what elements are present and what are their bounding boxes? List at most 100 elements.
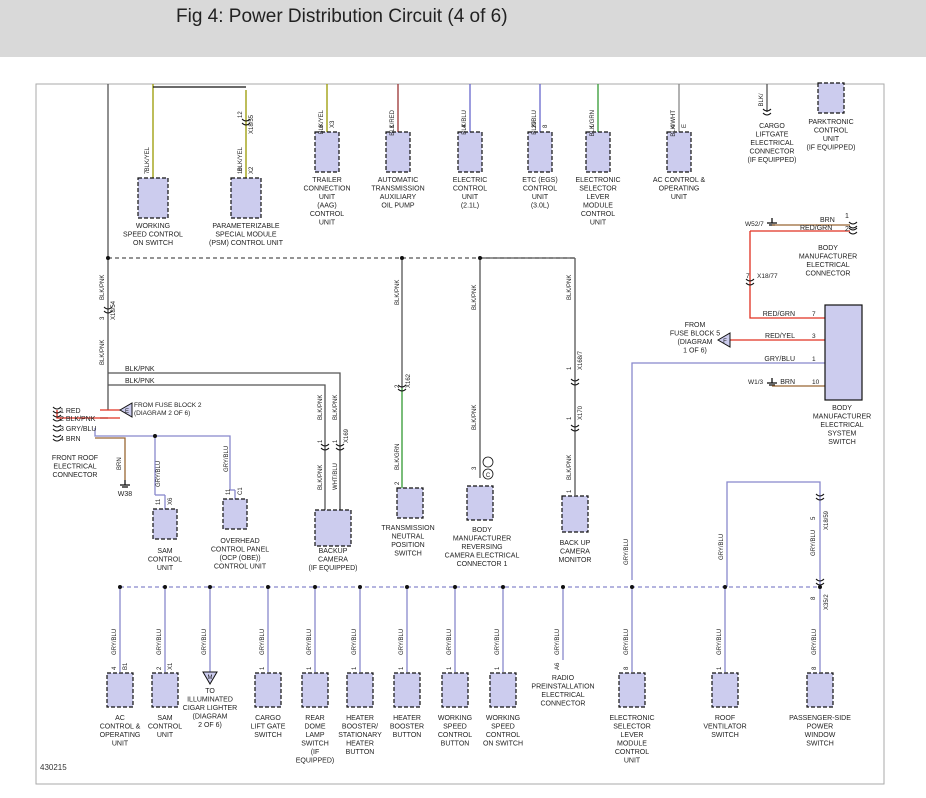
- ac_top-box: [666, 131, 692, 173]
- ocp-label: OVERHEAD: [220, 538, 259, 545]
- trailer-label: UNIT: [319, 220, 336, 227]
- ac_top-label: UNIT: [671, 194, 688, 201]
- heater_stat-label: BOOSTER/: [342, 724, 378, 731]
- etc-label: CONTROL: [523, 186, 557, 193]
- sam_bottom-box: [151, 672, 179, 708]
- bm-pin-1-wire: BRN: [820, 217, 835, 224]
- front-roof-label: FRONT ROOF: [52, 455, 98, 462]
- ocp-pin: 11: [226, 488, 232, 495]
- bm-switch-pin-7-wire: RED/GRN: [763, 311, 795, 318]
- bmcam-conn-label: C: [486, 473, 491, 479]
- sam_bottom-conn: X1: [168, 662, 174, 670]
- trailer-wire-label: BLK/YEL: [319, 109, 325, 134]
- auto_trans-label: OIL PUMP: [381, 203, 415, 210]
- cargo_lift-wire-label: GRY/BLU: [260, 629, 266, 655]
- front-roof-pin-2-break: [52, 414, 62, 422]
- fuse-block-2-marker: [119, 402, 133, 418]
- parktronic-label: UNIT: [823, 136, 840, 143]
- esl_bottom-label: SELECTOR: [613, 724, 651, 731]
- wsc_btn-box: [441, 672, 469, 708]
- rear_dome-box: [301, 672, 329, 708]
- esl-box: [585, 131, 611, 173]
- wsc_btn-wire-label: GRY/BLU: [447, 629, 453, 655]
- bc-pin: 1: [318, 439, 324, 443]
- psm-conn-break: [241, 118, 251, 126]
- bm-switch-pin-10-wire: BRN: [780, 379, 795, 386]
- bm-pin-1: 1: [845, 213, 849, 220]
- rear_dome-label: SWITCH: [301, 741, 329, 748]
- wsc_on-label: ON SWITCH: [483, 741, 523, 748]
- etc-pin: 29: [532, 121, 538, 128]
- backup-camera-box: [314, 509, 352, 547]
- esl_bottom-label: CONTROL: [615, 749, 649, 756]
- left-trunk-wire-label: BLK/PNK: [100, 275, 106, 300]
- junction-dot: [163, 585, 167, 589]
- ac_bottom-conn: B1: [123, 662, 129, 670]
- parktronic-label: PARKTRONIC: [808, 119, 853, 126]
- bm-pin-2: 2: [845, 226, 849, 233]
- cigar-label: TO: [205, 688, 215, 695]
- ac_bottom-label: CONTROL &: [100, 724, 141, 731]
- sam_bottom-label: UNIT: [157, 732, 174, 739]
- bm-cam-label: CONNECTOR 1: [457, 561, 508, 568]
- left-trunk-pin: 3: [100, 316, 106, 320]
- bmcam-wire-label: BLK/PNK: [472, 285, 478, 310]
- bm-cam-label: MANUFACTURER: [453, 536, 511, 543]
- bc-wire-label-2: WHT/BLU: [333, 463, 339, 490]
- esl-label: ELECTRONIC: [575, 177, 620, 184]
- bm-cam-label: CAMERA ELECTRICAL: [445, 553, 520, 560]
- bm-connector-label: ELECTRICAL: [806, 262, 849, 269]
- psm-label: (PSM) CONTROL UNIT: [209, 240, 284, 247]
- sam-mid-pin: 11: [156, 498, 162, 505]
- roof_vent-pin: 1: [717, 666, 723, 670]
- pass-window-riser: [726, 481, 821, 587]
- tnps-conn-2: X162: [406, 373, 412, 388]
- ocp-label: (OCP (OBE)): [219, 555, 260, 562]
- esl_bottom-label: MODULE: [617, 741, 647, 748]
- psm-label: SPECIAL MODULE: [215, 232, 277, 239]
- ground-w38-label: W38: [118, 491, 133, 498]
- etc-conn: 8: [543, 124, 549, 128]
- sam-mid-box: [152, 508, 178, 540]
- bm-cam-label: REVERSING: [461, 544, 502, 551]
- monitor-break-2: [570, 424, 580, 432]
- backup-monitor-label: CAMERA: [560, 549, 590, 556]
- esl-label: SELECTOR: [579, 186, 617, 193]
- bm-system-box: [824, 304, 863, 401]
- bm-switch-pin-1-wire: GRY/BLU: [764, 356, 795, 363]
- cigar-label: CIGAR LIGHTER: [183, 705, 237, 712]
- rear_dome-label: (IF: [311, 749, 320, 756]
- diagram-frame: [35, 83, 885, 785]
- wsc_on-label: SPEED: [491, 724, 515, 731]
- esl_bottom-label: LEVER: [621, 732, 644, 739]
- figure-number: 430215: [40, 763, 67, 772]
- esl_bottom-box: [618, 672, 646, 708]
- left-trunk-conn: X18/54: [111, 300, 117, 320]
- cargo_lift-label: SWITCH: [254, 732, 282, 739]
- monitor-wire-label: BLK/PNK: [567, 275, 573, 300]
- backup-camera-label: CAMERA: [318, 557, 348, 564]
- bm-feed-break: [745, 278, 755, 286]
- junction-dot: [818, 585, 822, 589]
- monitor-pin: 1: [567, 489, 573, 493]
- ac_top-wire-label: BLK/WHT: [671, 110, 677, 137]
- auto_trans-label: AUXILIARY: [380, 194, 417, 201]
- ac_bottom-label: UNIT: [112, 741, 129, 748]
- sam-mid-conn: X6: [168, 497, 174, 505]
- junction-dot: [478, 256, 482, 260]
- ocp-label: CONTROL PANEL: [211, 547, 269, 554]
- sam_bottom-label: CONTROL: [148, 724, 182, 731]
- cargo_lift-box: [254, 672, 282, 708]
- roof_vent-box: [711, 672, 739, 708]
- heater_boost-box: [393, 672, 421, 708]
- bc-break-2: [335, 443, 345, 451]
- pass-window-pin2: 8: [811, 596, 817, 600]
- wsc_btn-label: WORKING: [438, 715, 472, 722]
- psm-box: [230, 177, 262, 219]
- pass_window-label: PASSENGER-SIDE: [789, 715, 851, 722]
- monitor-conn-3: X168/7: [578, 350, 584, 370]
- bm-cam-box: [466, 485, 494, 521]
- cargo-liftgate-connector: [762, 108, 772, 116]
- bmcam-conn: [482, 468, 494, 480]
- bus-label-2: BLK/PNK: [125, 378, 155, 385]
